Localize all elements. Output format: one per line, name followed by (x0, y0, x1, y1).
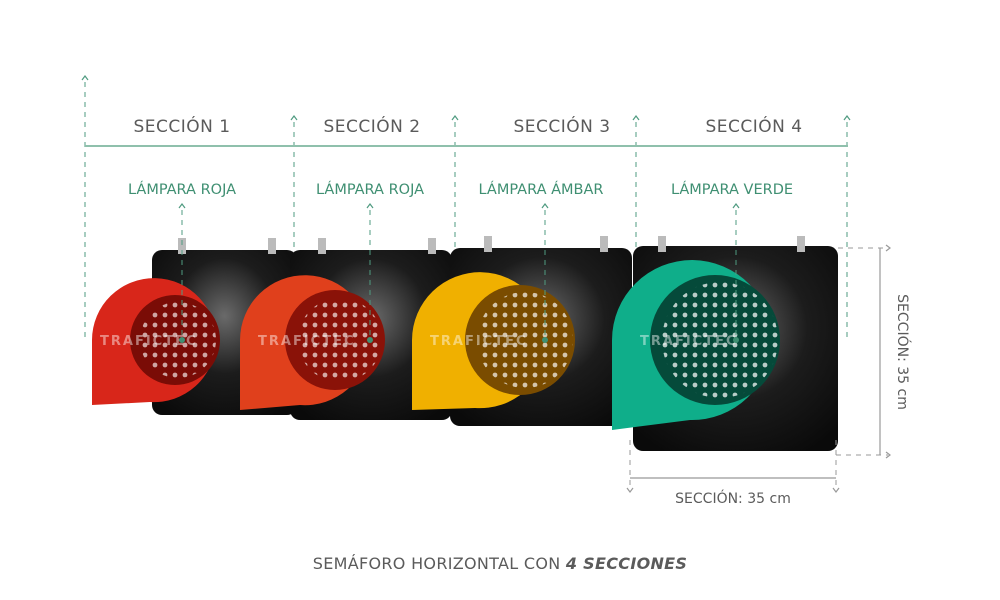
width-dimension: SECCIÓN: 35 cm (626, 440, 840, 507)
lamp-amber (412, 272, 575, 410)
lamp-pointers (178, 203, 740, 343)
caption-prefix: SEMÁFORO HORIZONTAL CON (313, 554, 566, 573)
section-title-3: SECCIÓN 3 (513, 115, 610, 137)
section-title-1: SECCIÓN 1 (133, 115, 230, 137)
lamp-red-2 (240, 275, 385, 410)
watermark: TRAFICTEC TRAFICTEC TRAFICTEC TRAFICTEC (100, 334, 738, 349)
caption: SEMÁFORO HORIZONTAL CON 4 SECCIONES (313, 554, 687, 573)
svg-text:TRAFICTEC: TRAFICTEC (258, 334, 356, 349)
section-dividers (81, 75, 851, 340)
section-title-4: SECCIÓN 4 (705, 115, 802, 137)
caption-emphasis: 4 SECCIONES (565, 554, 687, 573)
lamp-label-2: LÁMPARA ROJA (316, 181, 424, 198)
lamp-green (612, 260, 780, 430)
height-dimension: SECCIÓN: 35 cm (836, 244, 912, 459)
lamp-red-1 (92, 278, 220, 405)
section-title-2: SECCIÓN 2 (323, 115, 420, 137)
lamp-label-4: LÁMPARA VERDE (671, 181, 793, 198)
width-label: SECCIÓN: 35 cm (675, 489, 791, 507)
height-label: SECCIÓN: 35 cm (894, 294, 912, 410)
svg-text:TRAFICTEC: TRAFICTEC (430, 334, 528, 349)
svg-text:TRAFICTEC: TRAFICTEC (640, 334, 738, 349)
watermark-text: TRAFICTEC (100, 334, 198, 349)
lamp-label-1: LÁMPARA ROJA (128, 181, 236, 198)
lamp-label-3: LÁMPARA ÁMBAR (479, 181, 604, 198)
